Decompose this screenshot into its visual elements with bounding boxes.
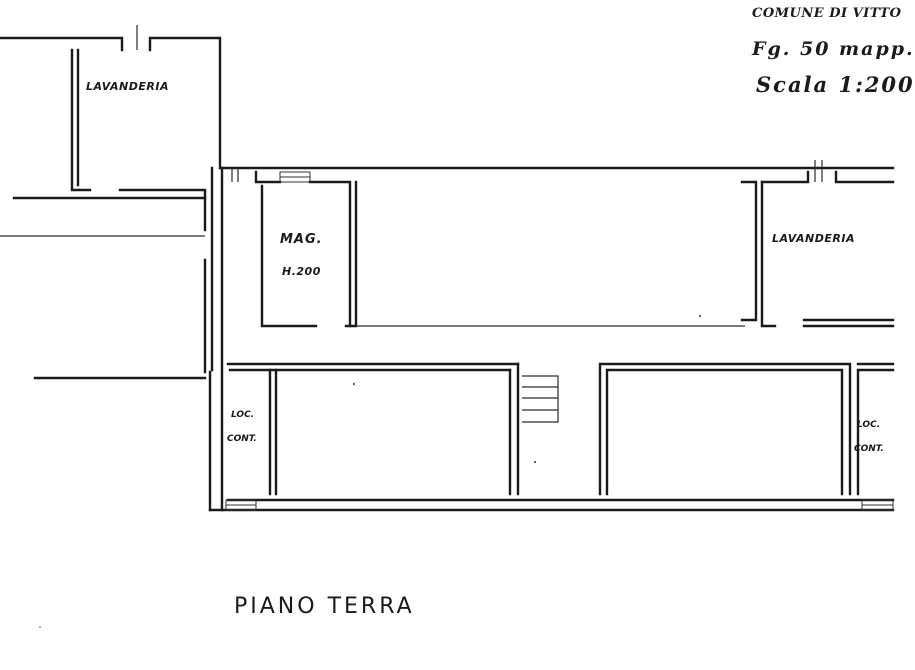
lower-row-walls	[225, 362, 895, 511]
room-label-lavanderia-right: LAVANDERIA	[772, 232, 855, 245]
room-label-cont-left: CONT.	[227, 434, 257, 444]
main-building-walls	[208, 166, 895, 512]
room-label-magazzino-height: H.200	[282, 265, 321, 278]
room-label-magazzino: MAG.	[280, 232, 323, 247]
room-label-loc-right: LOC.	[857, 420, 881, 430]
upper-row-walls	[254, 160, 895, 328]
floor-plan-drawing	[0, 25, 895, 628]
header-scala: Scala 1:200	[756, 72, 915, 97]
upper-left-block-walls	[0, 25, 222, 380]
header-foglio: Fg. 50 mapp.	[752, 38, 915, 60]
plan-title: PIANO TERRA	[234, 594, 415, 619]
stairs	[522, 375, 559, 423]
room-label-loc-left: LOC.	[231, 410, 255, 420]
room-label-lavanderia-left: LAVANDERIA	[86, 80, 169, 93]
header-comune: COMUNE DI VITTO	[752, 6, 902, 21]
specks	[39, 315, 701, 628]
room-label-cont-right: CONT.	[854, 444, 884, 454]
